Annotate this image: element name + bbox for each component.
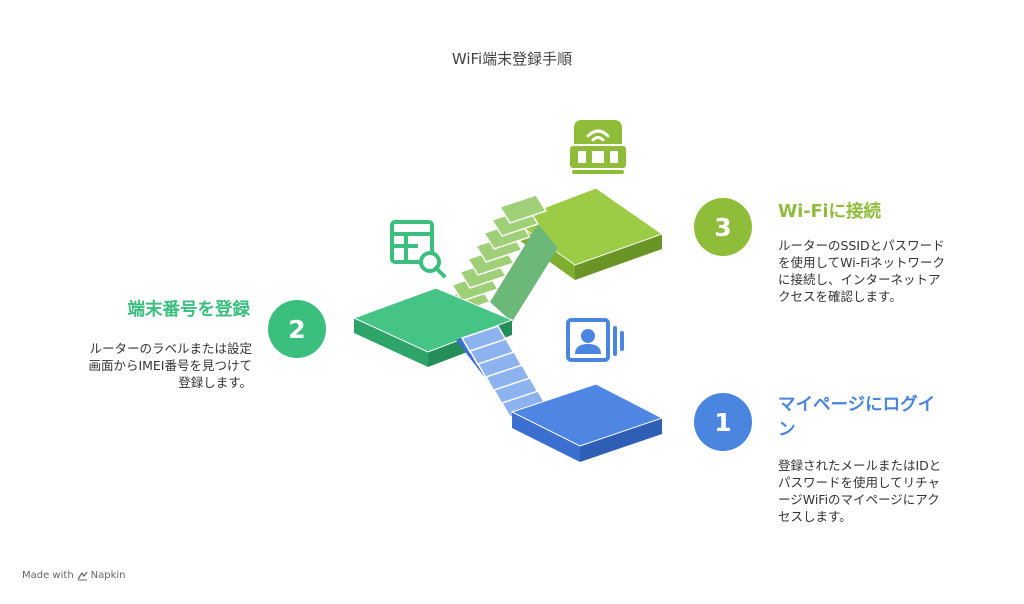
table-search-icon xyxy=(390,220,446,278)
step-3-number-badge: 3 xyxy=(694,198,752,256)
stairs-lower xyxy=(460,325,548,418)
step-2-description: ルーターのラベルまたは設定画面からIMEI番号を見つけて登録します。 xyxy=(88,341,252,390)
wifi-router-icon xyxy=(570,120,626,174)
step-2-title: 端末番号を登録 xyxy=(127,300,251,320)
user-profile-icon xyxy=(566,318,624,362)
made-with-label: Made with xyxy=(22,570,74,581)
napkin-logo-icon xyxy=(77,571,88,580)
step-1-title: マイページにログイン xyxy=(778,395,936,440)
step-2-number-badge: 2 xyxy=(268,300,326,358)
step-3-description: ルーターのSSIDとパスワードを使用してWi-Fiネットワークに接続し、インター… xyxy=(778,238,945,304)
napkin-brand: Napkin xyxy=(90,570,126,581)
stairs-upper-side xyxy=(490,224,558,322)
step-1-number-badge: 1 xyxy=(694,393,752,451)
diagram-title: WiFi端末登録手順 xyxy=(451,50,573,68)
step-3-title: Wi-Fiに接続 xyxy=(778,202,882,222)
made-with-footer: Made with Napkin xyxy=(22,570,126,581)
platform-step-1 xyxy=(510,383,664,462)
step-1-description: 登録されたメールまたはIDとパスワードを使用してリチャージWiFiのマイページに… xyxy=(778,458,942,524)
